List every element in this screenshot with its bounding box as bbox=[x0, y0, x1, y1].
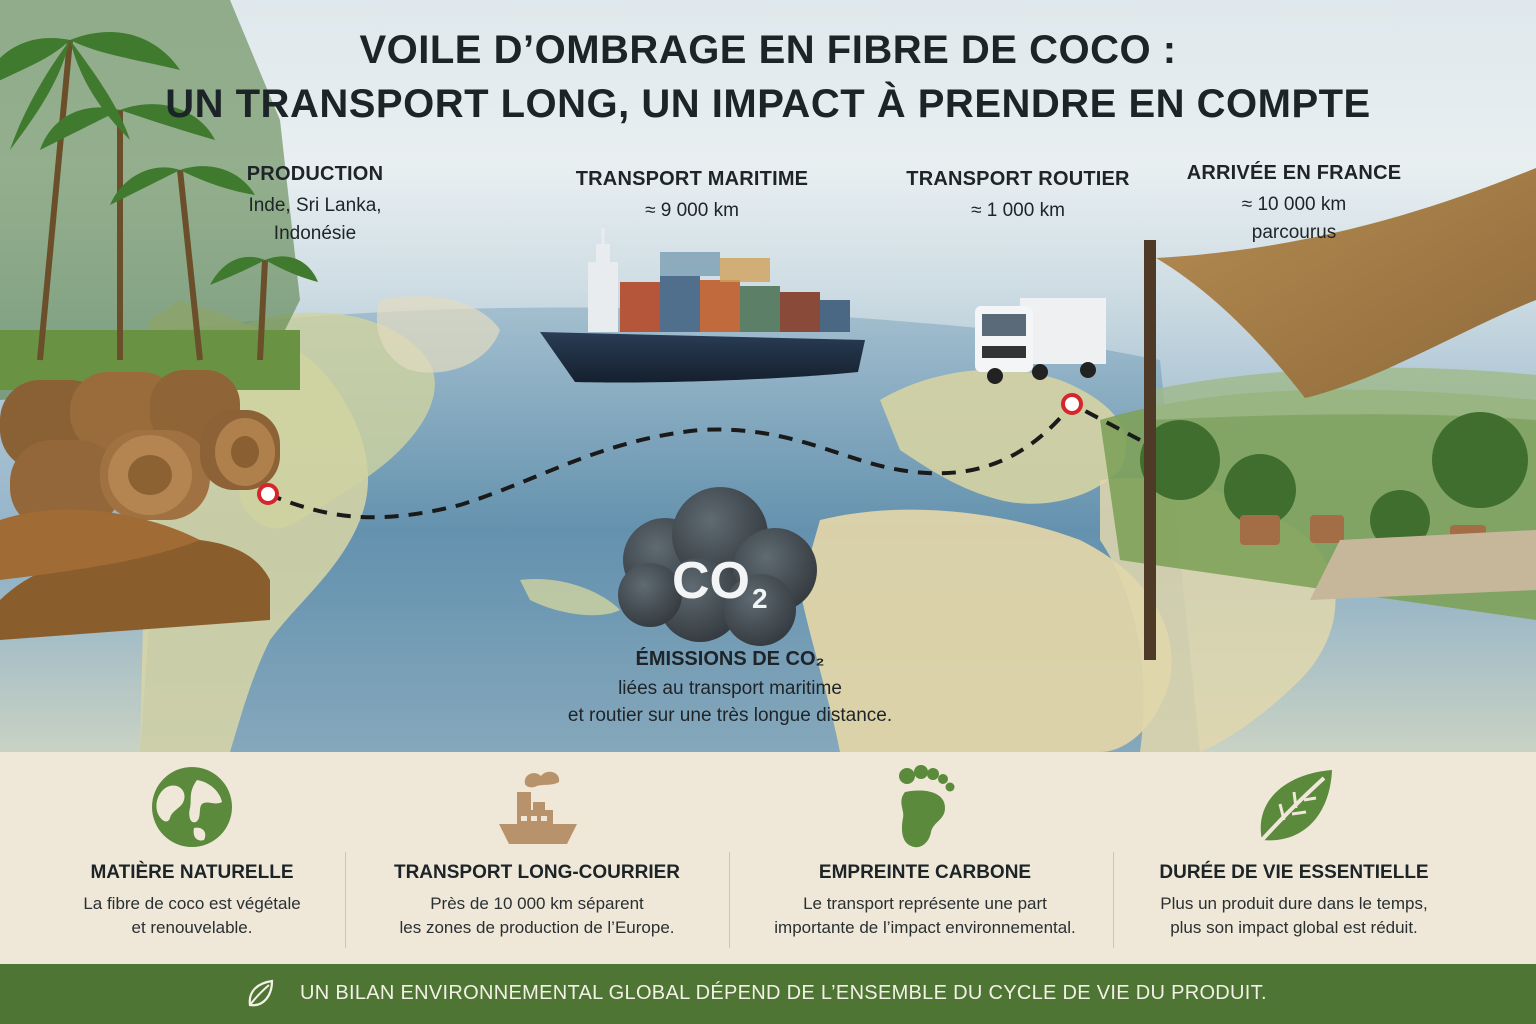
africa-landmass bbox=[800, 509, 1172, 752]
greenland-landmass bbox=[376, 296, 500, 373]
shipping-containers bbox=[620, 252, 850, 332]
footprint-icon bbox=[899, 765, 955, 848]
benefit-divider bbox=[1113, 852, 1114, 948]
benefit-long-haul-title: TRANSPORT LONG-COURRIER bbox=[393, 862, 681, 883]
benefit-carbon-footprint: EMPREINTE CARBONE Le transport représent… bbox=[733, 752, 1117, 964]
benefit-carbon-footprint-line-1: Le transport représente une part bbox=[803, 894, 1047, 913]
page-title-line-2: UN TRANSPORT LONG, UN IMPACT À PRENDRE E… bbox=[165, 82, 1371, 126]
stage-production-label: PRODUCTION bbox=[246, 163, 384, 185]
benefit-lifespan-title: DURÉE DE VIE ESSENTIELLE bbox=[1159, 862, 1429, 883]
palm-trees-left bbox=[37, 39, 268, 361]
co2-cloud-subscript: 2 bbox=[752, 583, 768, 614]
left-jungle-background bbox=[0, 0, 300, 400]
benefit-long-haul-line-1: Près de 10 000 km séparent bbox=[430, 894, 644, 913]
leaf-icon bbox=[1260, 770, 1332, 842]
palm-fronds-left bbox=[0, 31, 318, 285]
hills-right-far bbox=[1150, 367, 1536, 420]
benefit-divider bbox=[345, 852, 346, 948]
benefit-lifespan: DURÉE DE VIE ESSENTIELLE Plus un produit… bbox=[1102, 752, 1486, 964]
globe-icon bbox=[152, 767, 232, 847]
benefit-natural-material-title: MATIÈRE NATURELLE bbox=[90, 862, 294, 883]
footer-message: UN BILAN ENVIRONNEMENTAL GLOBAL DÉPEND D… bbox=[300, 982, 1267, 1004]
destination-marker bbox=[1061, 393, 1083, 415]
co2-caption: ÉMISSIONS DE CO₂ liées au transport mari… bbox=[520, 648, 940, 729]
benefit-carbon-footprint-title: EMPREINTE CARBONE bbox=[818, 862, 1032, 883]
co2-cloud: CO 2 bbox=[618, 487, 817, 646]
stage-maritime: TRANSPORT MARITIME ≈ 9 000 km bbox=[560, 168, 824, 225]
stage-road: TRANSPORT ROUTIER ≈ 1 000 km bbox=[898, 168, 1138, 225]
benefit-carbon-footprint-line-2: importante de l’impact environnemental. bbox=[774, 918, 1076, 937]
page-title-line-1: VOILE D’OMBRAGE EN FIBRE DE COCO : bbox=[359, 28, 1177, 72]
benefits-panel: MATIÈRE NATURELLE La fibre de coco est v… bbox=[0, 752, 1536, 964]
stage-production: PRODUCTION Inde, Sri Lanka, Indonésie bbox=[222, 163, 408, 248]
stage-arrival: ARRIVÉE EN FRANCE ≈ 10 000 km parcourus bbox=[1166, 162, 1422, 247]
benefit-natural-material-line-1: La fibre de coco est végétale bbox=[83, 894, 301, 913]
co2-caption-title: ÉMISSIONS DE CO₂ bbox=[635, 648, 825, 670]
truck bbox=[975, 298, 1106, 384]
co2-caption-line-1: liées au transport maritime bbox=[618, 678, 842, 699]
benefit-natural-material-line-2: et renouvelable. bbox=[131, 918, 253, 937]
co2-cloud-label: CO bbox=[672, 552, 750, 610]
benefit-divider bbox=[729, 852, 730, 948]
stage-arrival-label: ARRIVÉE EN FRANCE bbox=[1186, 162, 1402, 184]
stage-maritime-distance: ≈ 9 000 km bbox=[645, 200, 739, 221]
benefit-long-haul-line-2: les zones de production de l’Europe. bbox=[399, 918, 675, 937]
origin-marker bbox=[257, 483, 279, 505]
stage-production-line-2: Indonésie bbox=[273, 223, 357, 244]
benefit-lifespan-line-1: Plus un produit dure dans le temps, bbox=[1160, 894, 1428, 913]
leaf-icon bbox=[248, 979, 274, 1007]
cargo-ship bbox=[540, 228, 865, 383]
stage-arrival-line-1: ≈ 10 000 km bbox=[1241, 194, 1347, 215]
terrace-stone bbox=[1310, 530, 1536, 600]
stage-production-line-1: Inde, Sri Lanka, bbox=[248, 195, 382, 216]
benefit-long-haul: TRANSPORT LONG-COURRIER Près de 10 000 k… bbox=[345, 752, 729, 964]
stage-road-label: TRANSPORT ROUTIER bbox=[906, 168, 1130, 190]
stage-road-distance: ≈ 1 000 km bbox=[971, 200, 1065, 221]
shade-sail bbox=[1156, 168, 1536, 398]
hero-illustration: CO 2 VOILE D’OMBRAGE EN FIBRE DE COCO : … bbox=[0, 0, 1536, 752]
stage-arrival-line-2: parcourus bbox=[1251, 222, 1337, 243]
journey-map-scene: CO 2 bbox=[0, 0, 1536, 752]
cargo-ship-icon bbox=[499, 771, 577, 844]
co2-caption-line-2: et routier sur une très longue distance. bbox=[567, 705, 893, 726]
footer-banner: UN BILAN ENVIRONNEMENTAL GLOBAL DÉPEND D… bbox=[0, 964, 1536, 1024]
terrace-plants bbox=[1140, 412, 1528, 550]
benefit-lifespan-line-2: plus son impact global est réduit. bbox=[1170, 918, 1418, 937]
sail-pole bbox=[1144, 240, 1156, 660]
coir-fiber-bales bbox=[0, 370, 280, 640]
caribbean-islands bbox=[520, 579, 620, 616]
benefit-natural-material: MATIÈRE NATURELLE La fibre de coco est v… bbox=[0, 752, 384, 964]
stage-maritime-label: TRANSPORT MARITIME bbox=[575, 168, 809, 190]
